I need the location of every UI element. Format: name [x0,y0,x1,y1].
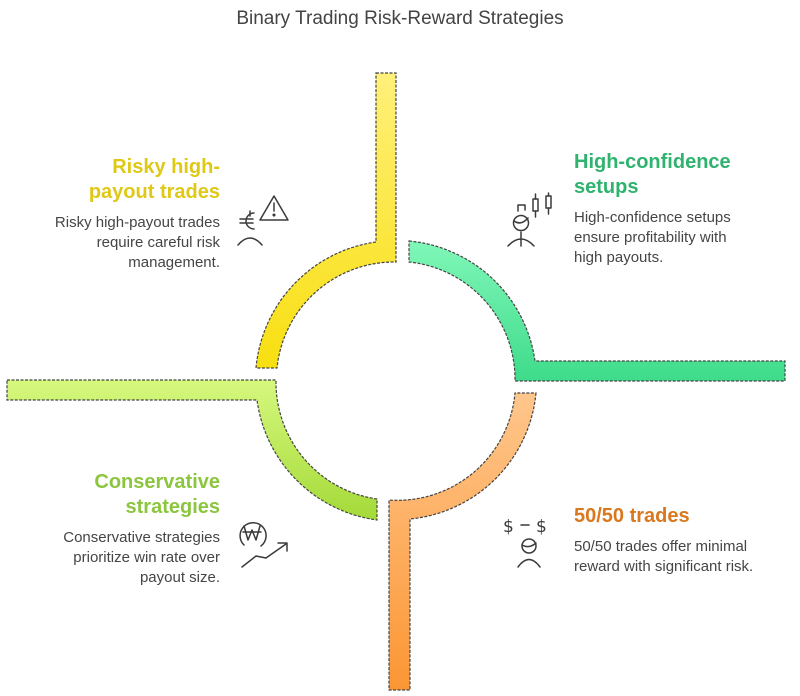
heading-high-confidence: High-confidence setups [574,150,774,200]
quadrant-conservative: Conservative strategies Conservative str… [40,470,220,588]
heading-line-1: Conservative [94,471,220,493]
euro-person-warning-icon [237,195,289,246]
quadrant-risky-high-payout: Risky high- payout trades Risky high-pay… [40,155,220,273]
heading-line-1: High-confidence [574,151,731,173]
description-high-confidence: High-confidence setups ensure profitabil… [574,209,731,266]
dollar-minus-dollar-person-icon: $ $ [503,517,547,568]
won-coin-trend-up-icon [239,521,288,568]
heading-line-2: payout trades [88,181,220,203]
quadrant-fifty-fifty: 50/50 trades 50/50 trades offer minimal … [574,504,794,577]
heading-conservative: Conservative strategies [40,470,220,520]
heading-risky-high-payout: Risky high- payout trades [40,155,220,205]
segment-conservative [6,379,378,521]
diagram-title: Binary Trading Risk-Reward Strategies [236,8,564,29]
svg-text:$: $ [503,517,514,537]
heading-line-1: Risky high- [112,156,220,178]
segment-fifty-fifty [388,392,537,691]
description-risky-high-payout: Risky high-payout trades require careful… [54,214,220,271]
segment-risky-high-payout [255,72,397,369]
svg-text:$: $ [536,517,547,537]
heading-line-2: setups [574,176,639,198]
person-candlestick-icon [507,192,552,247]
description-conservative: Conservative strategies prioritize win r… [63,529,220,586]
heading-line-2: strategies [125,496,221,518]
heading-fifty-fifty: 50/50 trades [574,505,690,527]
segment-high-confidence [408,240,786,382]
description-fifty-fifty: 50/50 trades offer minimal reward with s… [574,538,754,575]
quadrant-high-confidence: High-confidence setups High-confidence s… [574,150,774,268]
